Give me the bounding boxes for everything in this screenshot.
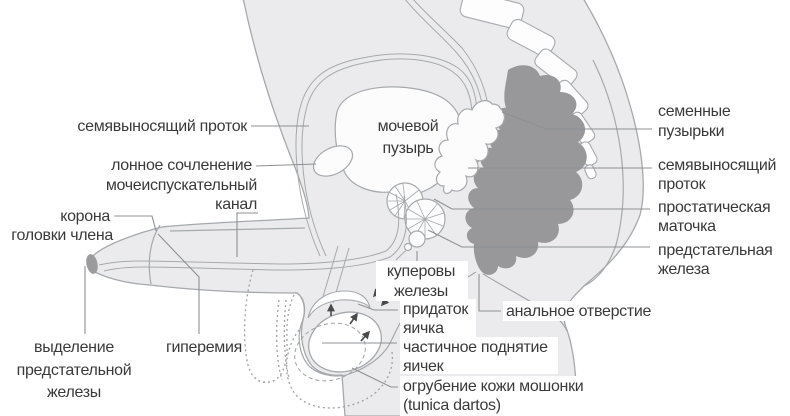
prostate-secretion-drop (86, 254, 98, 274)
flaccid-penis-dotted-outline (243, 269, 297, 383)
leader-prostate (427, 229, 650, 248)
label-prostatic-utricle-line2: маточка (658, 218, 716, 235)
leader-lines (84, 111, 652, 388)
label-vas-deferens-right-line2: проток (658, 176, 707, 193)
labels: семявыносящий проток лонное сочленение м… (11, 103, 776, 414)
arrow-up-icon (360, 330, 371, 342)
leader-prostatic-utricle (433, 198, 650, 210)
label-pubic-symphysis: лонное сочленение (111, 157, 252, 174)
label-scrotum-skin-line2: (tunica dartos) (403, 397, 501, 414)
leader-corona (114, 215, 157, 232)
label-epididymis-line1: придаток (403, 301, 469, 318)
urethra-line (98, 193, 407, 272)
leader-pubic-symphysis (255, 163, 317, 167)
label-prostate-line1: предстательная (658, 242, 773, 259)
label-urethra-line2: канал (215, 196, 257, 213)
label-cowper-line2: железы (394, 283, 448, 300)
label-seminal-vesicles-line2: пузырьки (658, 123, 724, 140)
label-secretion-line3: железы (47, 384, 101, 401)
cowper-gland-shape (395, 230, 426, 261)
leader-scrotum-skin (351, 367, 398, 388)
label-corona-line2: головки члена (11, 227, 113, 244)
leader-epididymis (357, 303, 398, 311)
label-testes-rise-line2: яичек (403, 358, 445, 375)
penis-dorsal-line (169, 227, 306, 232)
leader-hyperemia (157, 233, 200, 334)
leader-seminal-vesicles (501, 111, 652, 130)
label-corona-line1: корона (60, 208, 110, 225)
label-urethra-line1: мочеиспускательный (106, 177, 257, 194)
label-hyperemia: гиперемия (166, 339, 242, 356)
bladder-shape (334, 86, 463, 197)
leader-anus (478, 274, 501, 312)
label-bladder-line2: пузырь (383, 140, 434, 157)
label-anus: анальное отверстие (506, 303, 652, 320)
leader-urethra (236, 212, 258, 257)
spine-vertebra (506, 18, 556, 58)
label-vas-deferens-left: семявыносящий проток (77, 118, 248, 135)
label-scrotum-skin-line1: огрубение кожи мошонки (403, 378, 583, 395)
scrotum-outline (296, 292, 415, 377)
label-secretion-line2: предстательной (17, 362, 132, 379)
corona-line (148, 224, 161, 285)
testis-previous-position-dashed (294, 322, 366, 382)
spine-vertebra (459, 0, 525, 30)
label-prostate-line2: железа (658, 261, 710, 278)
rectum-shape (465, 65, 587, 275)
label-prostatic-utricle-line1: простатическая (658, 199, 770, 216)
label-secretion-line1: выделение (34, 339, 114, 356)
label-seminal-vesicles-line1: семенные (658, 103, 731, 120)
pubic-symphysis-shape (312, 145, 354, 177)
arrow-up-icon (349, 312, 358, 325)
label-cowper-line1: куперовы (387, 263, 455, 280)
label-epididymis-line2: яичка (403, 320, 444, 337)
label-bladder-line1: мочевой (378, 118, 439, 135)
gluteal-fold-line (583, 59, 624, 287)
label-backgrounds (376, 261, 671, 416)
scrotum-dotted-outline (285, 329, 394, 409)
label-testes-rise-line1: частичное поднятие (403, 339, 548, 356)
seminal-vesicle-shape (434, 100, 505, 195)
label-vas-deferens-right-line1: семявыносящий (658, 157, 776, 174)
